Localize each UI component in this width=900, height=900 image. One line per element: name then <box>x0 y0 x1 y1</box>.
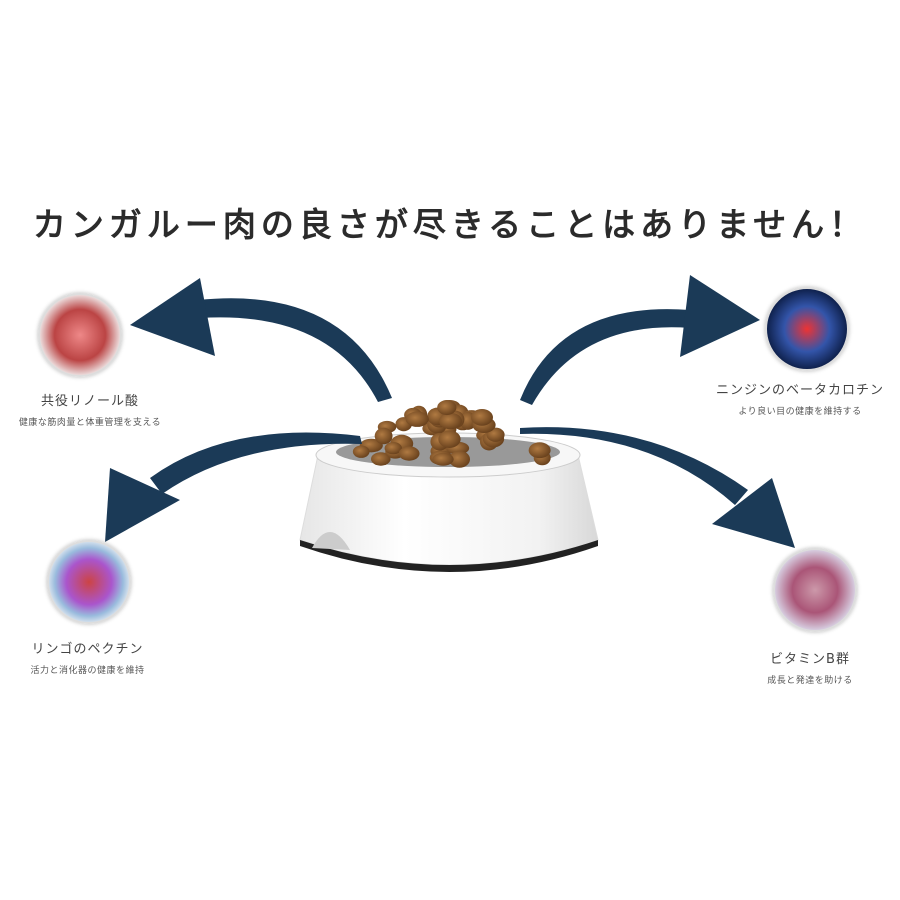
kibble <box>437 400 457 416</box>
feature-pectin: リンゴのペクチン 活力と消化器の健康を維持 <box>0 638 175 676</box>
feature-subtitle: 成長と発達を助ける <box>767 676 853 686</box>
eye-icon <box>765 287 849 371</box>
feature-subtitle: より良い目の健康を維持する <box>738 407 862 417</box>
headline: カンガルー肉の良さが尽きることはありません！ <box>32 205 868 244</box>
feature-title: ニンジンのベータカロチン <box>715 383 884 398</box>
arrowhead-bottom-left <box>105 468 180 542</box>
kibble <box>405 411 429 427</box>
arrowhead-top-right <box>680 275 760 357</box>
kibble <box>370 452 391 466</box>
feature-vitamin-b: ビタミンB群 成長と発達を助ける <box>720 648 900 686</box>
kibble <box>470 409 493 426</box>
feature-title: ビタミンB群 <box>770 652 850 667</box>
kibble <box>374 427 393 445</box>
kibble <box>438 430 461 448</box>
kibble <box>528 442 551 459</box>
arrow-bottom-right <box>520 427 748 505</box>
arrow-top-left <box>198 298 392 402</box>
kibble <box>384 442 402 455</box>
arrowhead-bottom-right <box>712 478 795 548</box>
arrow-top-right <box>520 309 690 405</box>
arrowhead-top-left <box>130 278 215 356</box>
feature-subtitle: 健康な筋肉量と体重管理を支える <box>18 418 162 428</box>
feature-title: 共役リノール酸 <box>40 394 139 409</box>
feature-subtitle: 活力と消化器の健康を維持 <box>30 666 145 676</box>
arrows <box>105 275 795 548</box>
kibble <box>448 450 471 468</box>
kibble <box>438 412 462 430</box>
muscle-fiber-icon <box>38 293 122 377</box>
digestive-icon <box>47 540 131 624</box>
arrow-bottom-left <box>150 432 362 494</box>
kibble-pile <box>352 399 551 468</box>
feature-title: リンゴのペクチン <box>31 642 144 657</box>
bones-joint-icon <box>773 548 857 632</box>
kibble <box>398 446 420 461</box>
kibble <box>352 445 370 458</box>
feature-cla: 共役リノール酸 健康な筋肉量と体重管理を支える <box>0 390 180 428</box>
feature-beta-carotene: ニンジンのベータカロチン より良い目の健康を維持する <box>700 379 900 417</box>
kibble <box>432 452 454 466</box>
